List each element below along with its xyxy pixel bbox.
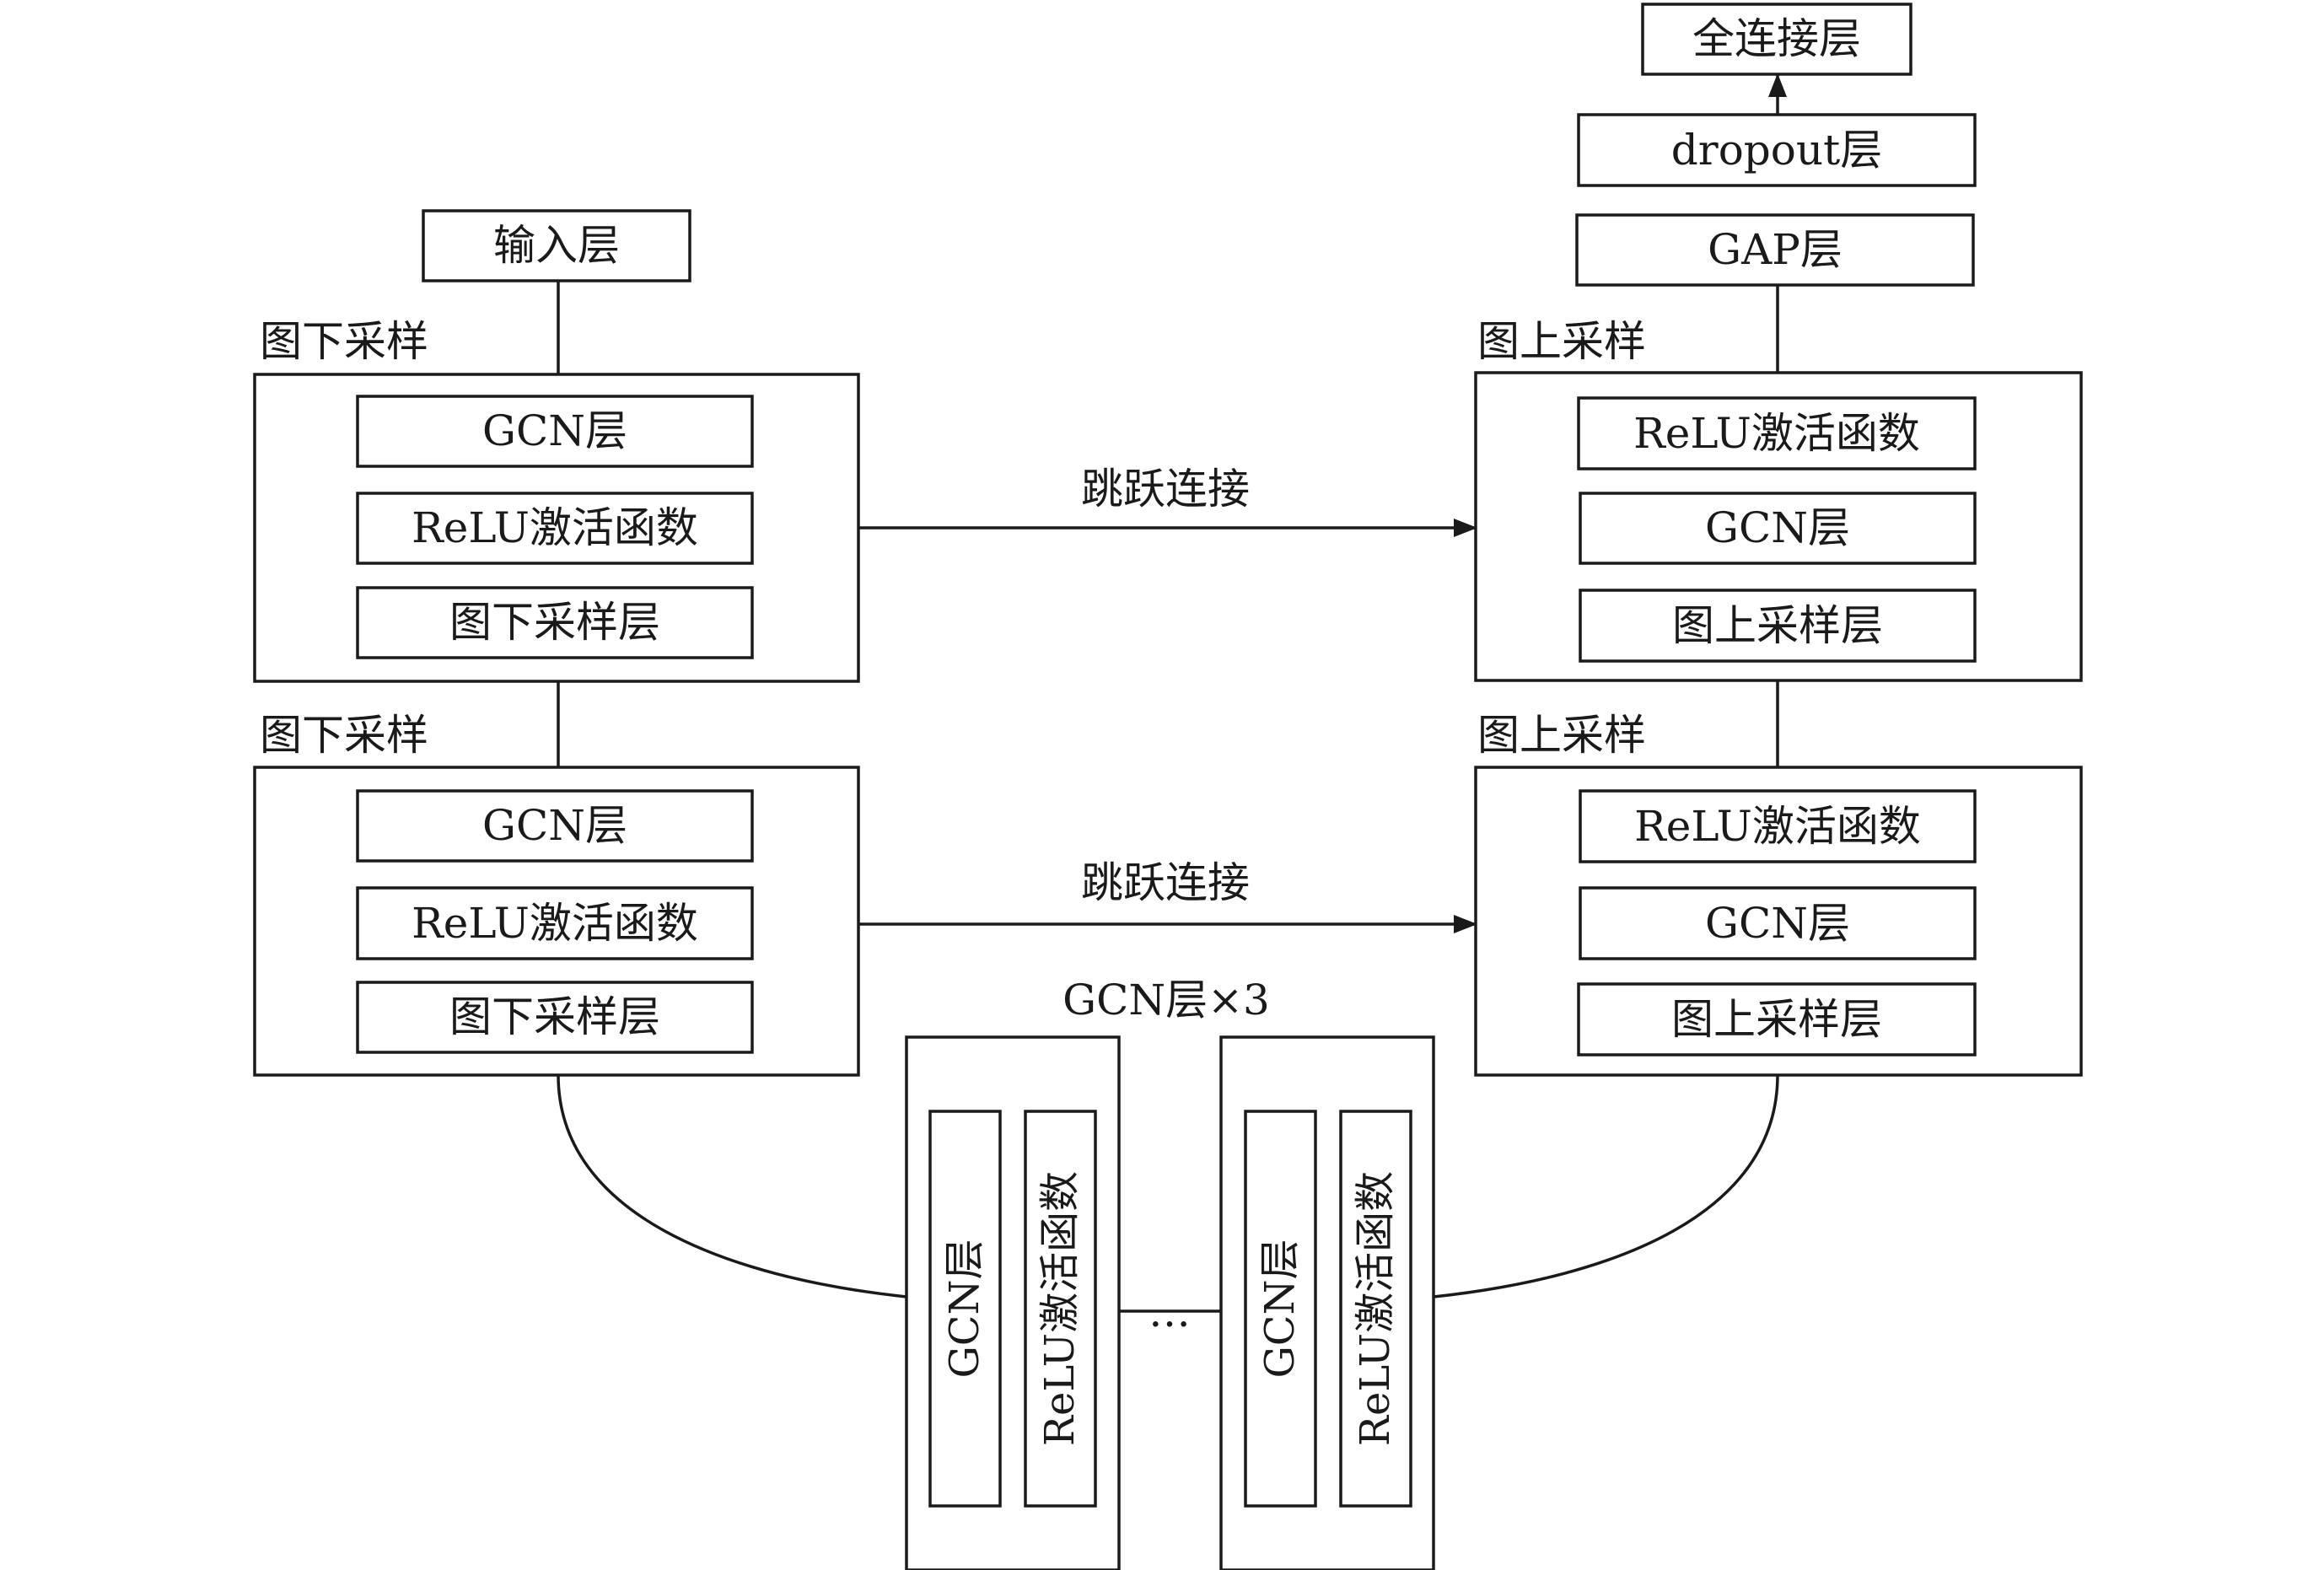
bottleneck-unit-2-relu [1339,1110,1412,1508]
dropout-layer-node: dropout层 [1577,113,1977,187]
up-block-1-layer-2: GCN层 [1579,492,1977,565]
bottleneck-unit-2-gcn-label: GCN层 [1256,1239,1304,1378]
skip-connection-2-label: 跳跃连接 [1081,858,1250,907]
up-block-1-layer-1: ReLU激活函数 [1577,396,1977,470]
down-block-2-layer-2: ReLU激活函数 [356,886,754,960]
bottleneck-ellipsis: … [1149,1288,1191,1336]
bottleneck-unit-2: GCN层 ReLU激活函数 [1219,1035,1435,1570]
skip-connection-1-label: 跳跃连接 [1081,465,1250,513]
bottleneck-title: GCN层×3 [1062,976,1270,1024]
bottleneck-unit-1: GCN层 ReLU激活函数 [905,1035,1121,1570]
bottleneck-unit-1-relu-label: ReLU激活函数 [1036,1171,1084,1446]
up-block-2: 图上采样 ReLU激活函数 GCN层 图上采样层 [1474,711,2083,1077]
down-block-1-layer-2-label: ReLU激活函数 [412,503,698,552]
gap-layer-node: GAP层 [1575,213,1975,287]
up-block-1-layer-1-label: ReLU激活函数 [1633,409,1920,458]
down-block-2-layer-1-label: GCN层 [482,801,627,850]
down-block-1-layer-1-label: GCN层 [482,406,627,455]
fc-layer-label: 全连接层 [1692,14,1861,63]
up-block-1-layer-2-label: GCN层 [1705,503,1850,552]
input-layer-node: 输入层 [422,209,691,282]
bottleneck-unit-2-gcn [1244,1110,1317,1508]
up-block-2-title: 图上采样 [1477,711,1646,760]
bottleneck-curve-left [557,1074,907,1298]
up-block-2-layer-1: ReLU激活函数 [1579,789,1977,863]
up-block-1-layer-3-label: 图上采样层 [1672,601,1883,650]
down-block-2-layer-3-label: 图下采样层 [449,992,660,1041]
up-block-1: 图上采样 ReLU激活函数 GCN层 图上采样层 [1474,317,2083,682]
up-block-2-layer-3: 图上采样层 [1577,982,1977,1057]
down-block-2-layer-1: GCN层 [356,789,754,863]
down-block-1: 图下采样 GCN层 ReLU激活函数 图下采样层 [253,317,860,683]
down-block-2: 图下采样 GCN层 ReLU激活函数 图下采样层 [253,711,860,1077]
input-layer-label: 输入层 [493,221,620,270]
down-block-1-title: 图下采样 [260,317,428,366]
bottleneck-curve-right [1433,1074,1779,1298]
up-block-1-layer-3: 图上采样层 [1579,589,1977,663]
down-block-1-layer-3: 图下采样层 [356,586,754,659]
bottleneck-unit-1-relu [1024,1110,1097,1508]
fc-layer-node: 全连接层 [1641,3,1912,76]
down-block-1-layer-1: GCN层 [356,395,754,468]
down-block-1-layer-2: ReLU激活函数 [356,492,754,565]
up-block-2-layer-2: GCN层 [1579,886,1977,960]
down-block-2-layer-2-label: ReLU激活函数 [412,899,698,948]
up-block-2-layer-3-label: 图上采样层 [1671,995,1882,1044]
gap-layer-label: GAP层 [1708,225,1843,274]
bottleneck-unit-2-relu-label: ReLU激活函数 [1352,1171,1399,1446]
bottleneck-unit-1-gcn-label: GCN层 [941,1239,988,1378]
up-block-2-layer-2-label: GCN层 [1705,899,1850,948]
down-block-1-layer-3-label: 图下采样层 [449,598,660,647]
down-block-2-title: 图下采样 [260,711,428,760]
bottleneck-unit-1-gcn [928,1110,1002,1508]
down-block-2-layer-3: 图下采样层 [356,981,754,1054]
up-block-1-title: 图上采样 [1477,317,1646,366]
up-block-2-layer-1-label: ReLU激活函数 [1634,802,1921,851]
dropout-layer-label: dropout层 [1671,126,1882,175]
